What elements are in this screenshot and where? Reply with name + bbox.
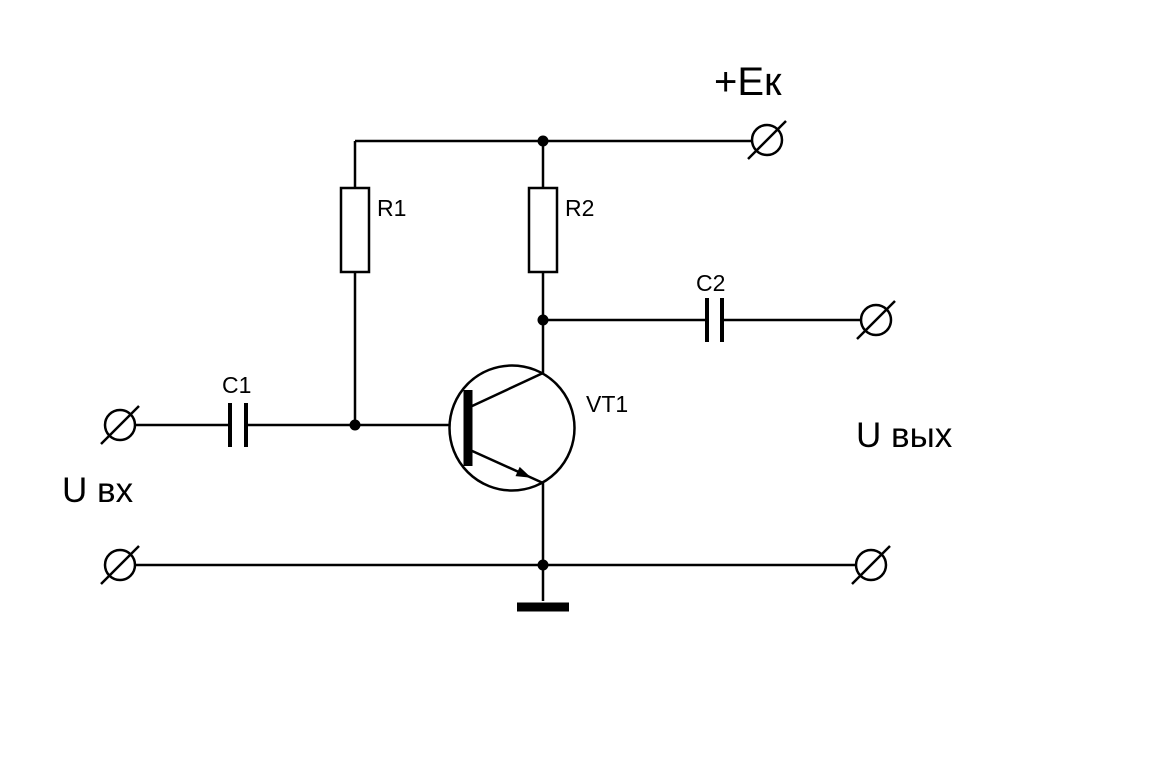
- capacitor-c1: C1: [222, 372, 251, 447]
- resistor-r1-label: R1: [377, 195, 406, 221]
- resistor-r2-label: R2: [565, 195, 594, 221]
- capacitor-c2-label: C2: [696, 270, 725, 296]
- output-terminal-icon: [856, 300, 896, 340]
- resistor-r2: R2: [527, 186, 594, 274]
- input-ground-terminal-slash: [100, 545, 140, 585]
- transistor-vt1-envelope: [448, 364, 576, 492]
- resistor-r1: R1: [339, 186, 406, 274]
- junction-dot-top-rail: [537, 135, 549, 147]
- transistor-vt1-emitter-arrow-icon: [515, 466, 532, 478]
- junction-dot-base-node: [349, 419, 361, 431]
- capacitor-c2: C2: [696, 270, 725, 342]
- power-terminal-icon: [747, 120, 787, 160]
- resistor-r1-body: [339, 186, 371, 274]
- output-ground-terminal-icon: [851, 545, 891, 585]
- transistor-vt1-label: VT1: [586, 391, 628, 417]
- input-voltage-label: U вх: [62, 471, 134, 510]
- transistor-vt1: VT1: [448, 364, 628, 492]
- output-ground-terminal-slash: [851, 545, 891, 585]
- input-ground-terminal-icon: [100, 545, 140, 585]
- junction-dot-emitter-node: [537, 559, 549, 571]
- output-terminal-slash: [856, 300, 896, 340]
- transistor-vt1-collector: [469, 371, 544, 409]
- resistor-r2-body: [527, 186, 559, 274]
- capacitor-c1-label: C1: [222, 372, 251, 398]
- output-voltage-label: U вых: [856, 416, 953, 455]
- junction-dots: [349, 135, 549, 571]
- power-terminal-slash: [747, 120, 787, 160]
- input-terminal-slash: [100, 405, 140, 445]
- input-terminal-icon: [100, 405, 140, 445]
- power-rail-label: +Ек: [714, 60, 782, 104]
- junction-dot-collector-node: [537, 314, 549, 326]
- terminals: [100, 120, 896, 585]
